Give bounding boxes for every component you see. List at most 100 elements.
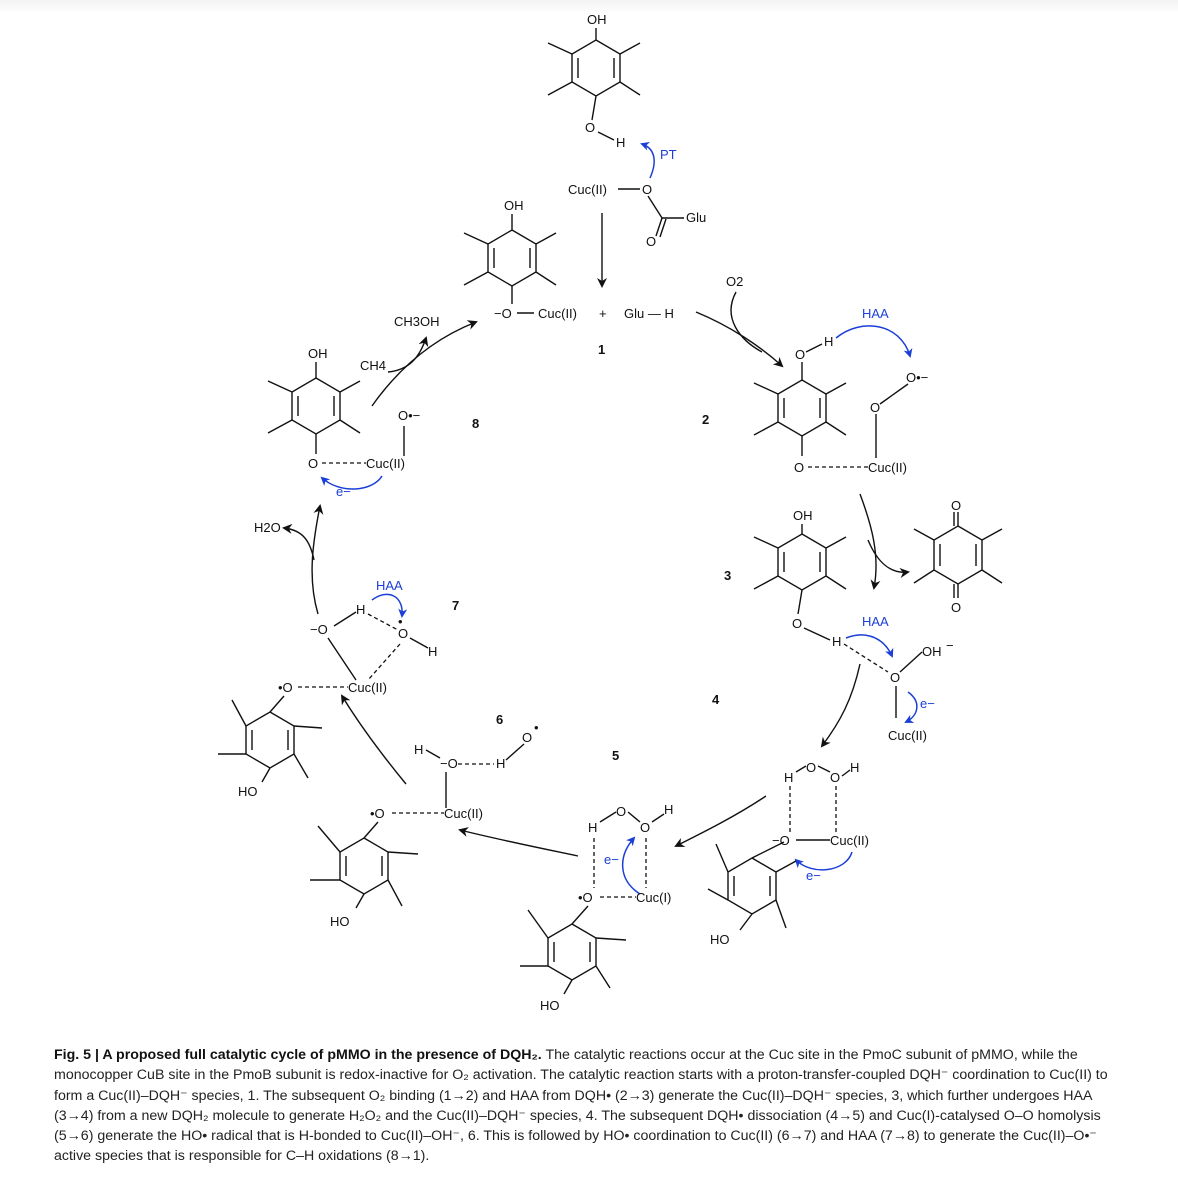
s5-o1-label: O — [616, 804, 626, 819]
s7-cuc-label: Cuc(II) — [348, 680, 387, 695]
s6-h-left-label: H — [414, 742, 423, 757]
s8-oh-label: OH — [308, 346, 328, 361]
species-6-ring — [310, 821, 419, 909]
s7-haa-label: HAA — [376, 578, 403, 593]
caption-title: Fig. 5 | A proposed full catalytic cycle… — [54, 1047, 542, 1063]
s4-ho-label: HO — [710, 932, 730, 947]
step-3-label: 3 — [724, 568, 731, 583]
s7-o-anion-label: −O — [310, 622, 328, 637]
s8-e-label: e− — [336, 484, 351, 499]
arrow-5-to-6 — [458, 827, 579, 857]
top-cuc-label: Cuc(II) — [568, 182, 607, 197]
s3-o-label: O — [792, 616, 802, 631]
s1-oh-label: OH — [504, 198, 524, 213]
top-carbonyl-o-label: O — [646, 234, 656, 249]
s2-o-bottom-label: O — [794, 460, 804, 475]
species-7-ring — [218, 695, 323, 783]
s7-ho-label: HO — [238, 784, 258, 799]
s5-h-right-label: H — [664, 802, 673, 817]
s2-o-radical-label: O•− — [906, 370, 928, 385]
step-5-label: 5 — [612, 748, 619, 763]
species-4-ring — [707, 841, 797, 931]
s5-e-label: e− — [604, 852, 619, 867]
s6-h-right-label: H — [496, 756, 505, 771]
quinone-top-o-label: O — [951, 498, 961, 513]
s6-o-radical-dot: • — [534, 720, 539, 735]
pt-arrow — [640, 141, 655, 179]
s2-cuc-label: Cuc(II) — [868, 460, 907, 475]
s5-ho-label: HO — [540, 998, 560, 1013]
s5-cuc-label: Cuc(I) — [636, 890, 671, 905]
quinone-bottom-o-label: O — [951, 600, 961, 615]
s1-cuc-label: Cuc(II) — [538, 306, 577, 321]
s3-h-label: H — [832, 634, 841, 649]
s3-oh-label: OH — [793, 508, 813, 523]
top-h-label: H — [616, 135, 625, 150]
s7-h-label: H — [356, 602, 365, 617]
s1-o-anion-label: −O — [494, 306, 512, 321]
s7-o-hydroxyl-label: O — [398, 626, 408, 641]
arrow-3-to-4 — [820, 663, 861, 748]
arrow-6-to-7 — [340, 694, 407, 785]
top-oh-label: OH — [587, 12, 607, 27]
s1-glu-h-label: Glu — H — [624, 306, 674, 321]
s8-electron-arrow — [320, 475, 383, 490]
s8-cuc-label: Cuc(II) — [366, 456, 405, 471]
s3-cuc-label: Cuc(II) — [888, 728, 927, 743]
s2-h-label: H — [824, 334, 833, 349]
s2-haa-arrow — [835, 325, 913, 358]
pt-label: PT — [660, 147, 677, 162]
step-8-label: 8 — [472, 416, 479, 431]
s2-o-label: O — [795, 347, 805, 362]
s5-o-radical-label: •O — [578, 890, 593, 905]
quinone-release-arrow — [867, 539, 910, 578]
ch4-label: CH4 — [360, 358, 386, 373]
s2-haa-label: HAA — [862, 306, 889, 321]
s4-o1-label: O — [806, 760, 816, 775]
species-8-ring — [267, 362, 361, 454]
top-o-label: O — [585, 120, 595, 135]
s7-o-radical-label: •O — [278, 680, 293, 695]
arrow-4-to-5 — [674, 795, 767, 847]
s2-o-peroxo-label: O — [870, 400, 880, 415]
s6-o-radical-label: O — [522, 730, 532, 745]
s7-haa-arrow — [371, 593, 408, 618]
s4-h-right-label: H — [850, 760, 859, 775]
s3-oh-anion-charge: − — [946, 638, 954, 653]
s4-h-left-label: H — [784, 770, 793, 785]
step-7-label: 7 — [452, 598, 459, 613]
s5-electron-arrow — [621, 836, 641, 895]
s4-electron-arrow — [794, 851, 853, 871]
top-glu-o-label: O — [642, 182, 652, 197]
h2o-loss-arrow — [282, 523, 315, 561]
quinone-ring — [913, 512, 1003, 598]
s6-o-label: −O — [440, 756, 458, 771]
s6-ho-label: HO — [330, 914, 350, 929]
s4-e-label: e− — [806, 868, 821, 883]
caption-body: The catalytic reactions occur at the Cuc… — [54, 1047, 1108, 1165]
s3-o-center-label: O — [890, 670, 900, 685]
o2-label: O2 — [726, 274, 743, 289]
arrow-2-to-3 — [859, 493, 881, 590]
figure-caption: Fig. 5 | A proposed full catalytic cycle… — [54, 1045, 1134, 1167]
s8-o-label: O — [308, 456, 318, 471]
arrow-1-to-2 — [695, 311, 784, 368]
s7-h-hydroxyl-label: H — [428, 644, 437, 659]
step-6-label: 6 — [496, 712, 503, 727]
ch3oh-label: CH3OH — [394, 314, 440, 329]
s3-e-label: e− — [920, 696, 935, 711]
arrow-8-to-1 — [371, 320, 478, 407]
step-4-label: 4 — [712, 692, 720, 707]
s6-cuc-label: Cuc(II) — [444, 806, 483, 821]
species-5-ring — [520, 905, 627, 995]
s3-electron-arrow — [904, 691, 918, 723]
s6-o-radical-bottom-label: •O — [370, 806, 385, 821]
s8-o-radical-label: O•− — [398, 408, 420, 423]
ch4-to-ch3oh-curve — [387, 336, 429, 373]
s4-o2-label: O — [830, 770, 840, 785]
s3-haa-arrow — [845, 634, 894, 658]
species-3-ring — [753, 524, 847, 641]
s7-o-hydroxyl-dot: • — [398, 614, 403, 629]
s5-o2-label: O — [640, 820, 650, 835]
arrow-7-to-8 — [311, 504, 324, 615]
